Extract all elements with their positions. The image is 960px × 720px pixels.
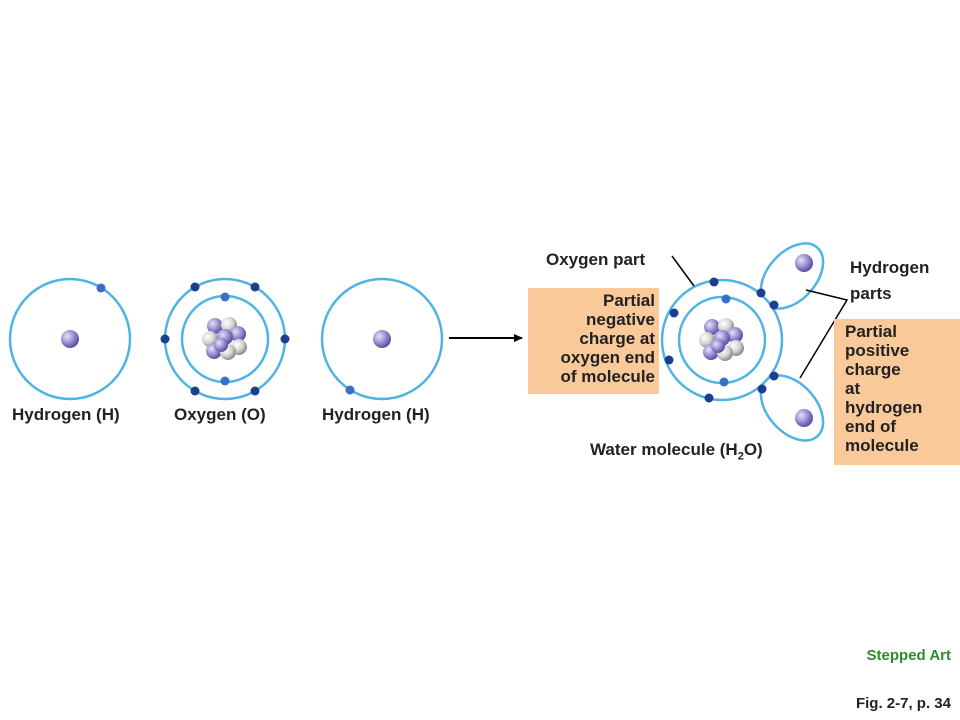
hydrogen-left-nucleus: [61, 330, 79, 348]
hydrogen-parts-leader: [799, 289, 849, 379]
neg-box-line: of molecule: [560, 367, 655, 386]
hydrogen-atom-right: [320, 277, 444, 401]
hydrogen-atom-left: [8, 277, 132, 401]
water-molecule-label: Water molecule (H2O): [590, 440, 763, 462]
hydrogen-right-electron: [345, 385, 355, 395]
hydrogen-parts-label-line1: Hydrogen: [850, 258, 930, 277]
water-oxygen-nucleus: [699, 318, 744, 361]
hydrogen-right-label: Hydrogen (H): [322, 405, 430, 424]
pos-box-line: charge: [845, 360, 901, 379]
hydrogen-lobe-top: [759, 242, 825, 310]
pos-box-line: at: [845, 379, 861, 398]
water-molecule: [660, 242, 825, 442]
hydrogen-right-shell: [320, 277, 444, 401]
hydrogen-left-shell: [8, 277, 132, 401]
hydrogen-left-electron: [96, 283, 106, 293]
oxygen-label: Oxygen (O): [174, 405, 266, 424]
oxygen-part-leader: [671, 255, 695, 287]
partial-positive-charge-box: Partial positive charge at hydrogen end …: [834, 319, 960, 465]
oxygen-part-label: Oxygen part: [546, 250, 646, 269]
water-electrons: [664, 277, 779, 403]
water-label-post: O): [743, 440, 763, 459]
oxygen-atom: [160, 277, 290, 401]
figure-reference: Fig. 2-7, p. 34: [855, 695, 951, 712]
pos-box-line: end of: [845, 417, 896, 436]
oxygen-electrons: [160, 282, 290, 396]
neg-box-line: Partial: [603, 291, 655, 310]
partial-negative-charge-box: Partial negative charge at oxygen end of…: [528, 288, 659, 394]
pos-box-line: molecule: [845, 436, 919, 455]
hydrogen-right-nucleus: [373, 330, 391, 348]
neg-box-line: negative: [586, 310, 655, 329]
neg-box-line: oxygen end: [560, 348, 655, 367]
water-label-subscript: 2: [737, 450, 744, 463]
neg-box-line: charge at: [579, 329, 655, 348]
stepped-art-label: Stepped Art: [866, 647, 951, 664]
hydrogen-parts-label-line2: parts: [850, 284, 892, 303]
pos-box-line: positive: [845, 341, 910, 360]
hydrogen-left-label: Hydrogen (H): [12, 405, 120, 424]
pos-box-line: hydrogen: [845, 398, 923, 417]
oxygen-nucleus: [202, 317, 247, 360]
pos-box-line: Partial: [845, 322, 897, 341]
water-label-pre: Water molecule (H: [590, 440, 738, 459]
